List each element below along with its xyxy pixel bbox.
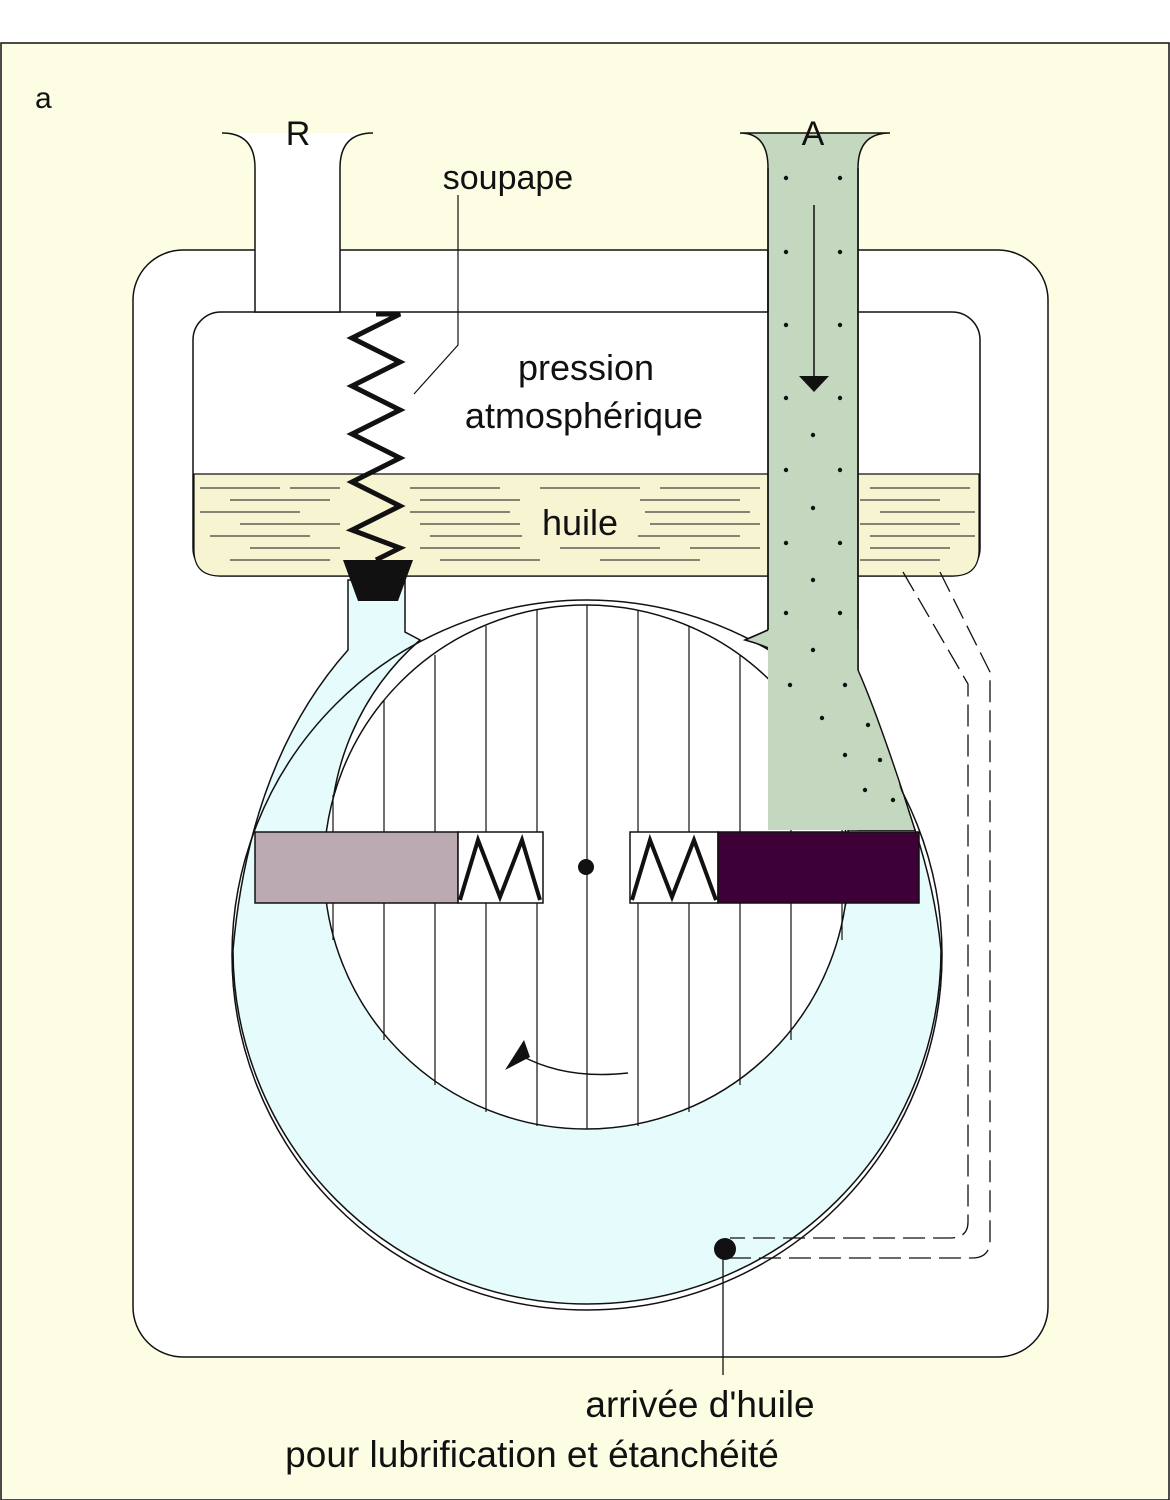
oil-feed-duct <box>730 571 991 1259</box>
vane-right-spring <box>630 833 718 903</box>
vane-left-spring <box>458 833 542 903</box>
rotation-arrowhead <box>505 1040 530 1070</box>
intake-gas-dots <box>783 175 896 803</box>
valve-leader-line <box>413 195 459 395</box>
vane-left <box>254 831 459 904</box>
label-atm-pressure-line2: atmosphérique <box>465 395 703 436</box>
label-atm-pressure-line1: pression <box>518 347 654 388</box>
label-oil-inlet-line1: arrivée d'huile <box>585 1384 814 1425</box>
oil-surface-dashes <box>200 487 975 561</box>
stator-circle <box>231 599 943 1311</box>
label-valve: soupape <box>443 159 573 197</box>
oil-label-background <box>522 505 638 543</box>
label-R: R <box>286 115 311 153</box>
rotation-arrow-line <box>519 1054 629 1076</box>
intake-port-curve <box>857 669 916 831</box>
valve-spring <box>345 311 407 563</box>
vane-right <box>717 831 920 904</box>
rotor-axis <box>578 859 594 875</box>
intake-port-edge <box>744 629 769 641</box>
label-oil: huile <box>542 502 618 543</box>
label-oil-inlet-line2: pour lubrification et étanchéité <box>285 1434 779 1475</box>
valve <box>343 560 413 601</box>
oil-inlet-point <box>714 1238 736 1260</box>
label-A: A <box>802 115 825 153</box>
exhaust-outlet-R <box>221 132 374 313</box>
intake-gas-fill <box>768 630 915 830</box>
intake-flow-arrowhead <box>799 376 829 392</box>
panel-letter: a <box>35 82 52 115</box>
